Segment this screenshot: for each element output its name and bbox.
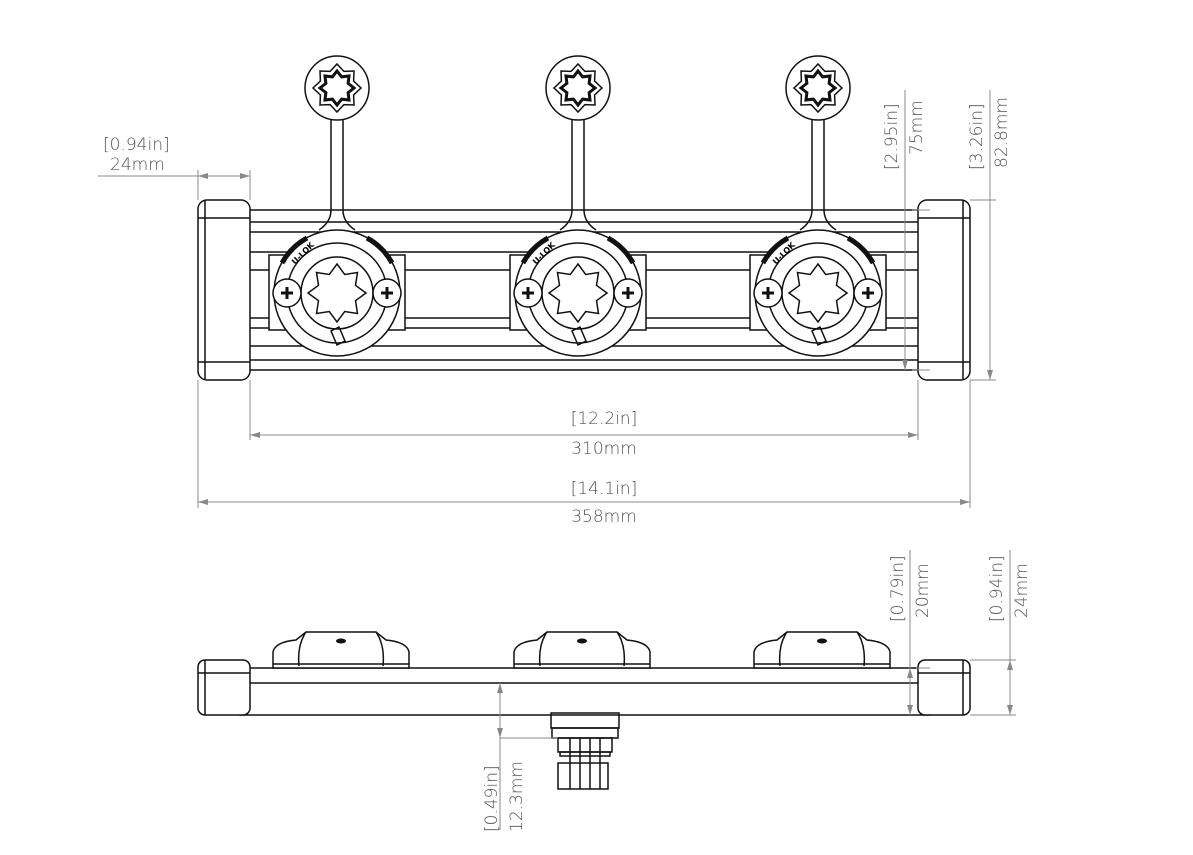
- dim-overall-length: [14.1in] 358mm: [197, 380, 971, 527]
- dim-text-mm: 358mm: [571, 507, 637, 527]
- dim-text-mm: 75mm: [907, 100, 927, 155]
- dim-text-mm: 310mm: [571, 439, 637, 459]
- dim-text-in: [3.26in]: [967, 103, 987, 170]
- side-mount-2: [513, 631, 651, 669]
- mount-3: U-LOK: [749, 55, 887, 357]
- key-tag: [785, 55, 851, 121]
- key-tether: [318, 120, 356, 231]
- dim-text-in: [0.94in]: [987, 555, 1007, 622]
- dim-overall-height: [3.26in] 82.8mm: [967, 90, 1012, 381]
- lock-indicator-icon: [571, 325, 587, 347]
- dim-text-in: [0.49in]: [482, 765, 502, 832]
- mount-1: U-LOK: [268, 55, 406, 357]
- mount-2: U-LOK: [509, 55, 647, 357]
- top-view: U-LOK U-LOK U-LOK: [197, 55, 971, 381]
- lock-indicator-icon: [330, 325, 346, 347]
- dim-text-in: [2.95in]: [882, 103, 902, 170]
- dim-connector-depth: [0.49in] 12.3mm: [482, 683, 558, 832]
- side-view: [197, 631, 971, 790]
- dim-rail-height: [0.79in] 20mm: [888, 550, 933, 715]
- key-tether: [559, 120, 597, 231]
- lock-indicator-icon: [811, 325, 827, 347]
- connector: [550, 712, 620, 790]
- dim-text-mm: 20mm: [913, 563, 933, 618]
- dim-mount-height: [2.95in] 75mm: [882, 90, 930, 371]
- star-socket-icon: [306, 262, 368, 324]
- dim-text-in: [12.2in]: [571, 409, 638, 429]
- dim-text-mm: 24mm: [1012, 563, 1032, 618]
- key-star-icon: [798, 68, 838, 108]
- key-star-icon: [558, 68, 598, 108]
- star-socket-icon: [787, 262, 849, 324]
- key-tether: [799, 120, 837, 231]
- dim-cap-height: [0.94in] 24mm: [970, 550, 1032, 716]
- dim-text-mm: 82.8mm: [992, 97, 1012, 168]
- end-cap-left-side: [197, 659, 251, 716]
- dim-text-in: [14.1in]: [571, 479, 638, 499]
- key-tag: [304, 55, 370, 121]
- key-star-outer: [552, 62, 604, 114]
- key-star-icon: [317, 68, 357, 108]
- star-socket-icon: [547, 262, 609, 324]
- key-tag: [545, 55, 611, 121]
- dim-text-in: [0.79in]: [888, 555, 908, 622]
- dim-text-mm: 12.3mm: [507, 761, 527, 832]
- dim-end-cap-width: [0.94in] 24mm: [98, 135, 251, 200]
- key-star-outer: [792, 62, 844, 114]
- dim-text-mm: 24mm: [110, 155, 165, 175]
- side-mount-3: [753, 631, 891, 669]
- end-cap-right-side: [917, 659, 971, 716]
- dim-inner-length: [12.2in] 310mm: [249, 380, 919, 459]
- end-cap-right: [917, 199, 971, 381]
- side-mount-1: [272, 631, 410, 669]
- key-star-outer: [311, 62, 363, 114]
- end-cap-left: [197, 199, 251, 381]
- dim-text-in: [0.94in]: [103, 135, 170, 155]
